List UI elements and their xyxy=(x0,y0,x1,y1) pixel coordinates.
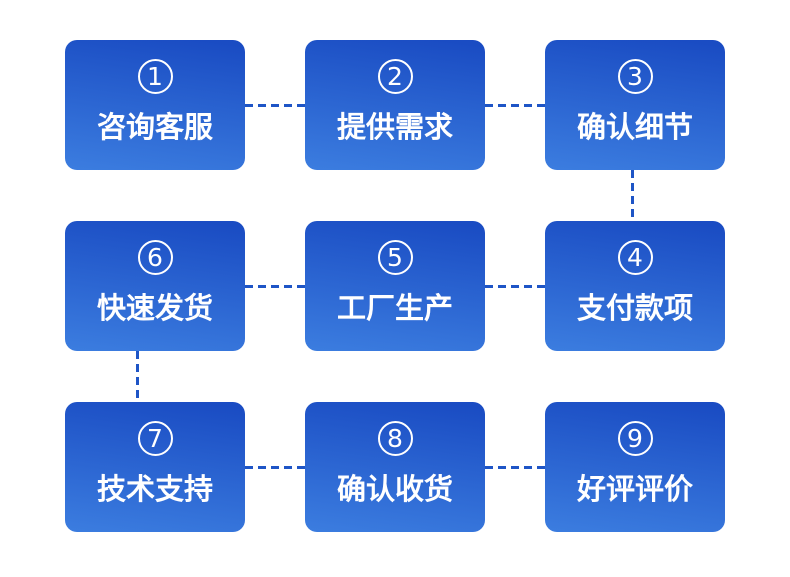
step-number-badge: 1 xyxy=(137,59,173,94)
step-number-badge: 6 xyxy=(137,240,173,275)
step-number: 2 xyxy=(387,62,403,91)
step-number: 6 xyxy=(147,243,163,272)
step-label: 咨询客服 xyxy=(96,110,213,144)
step-box-5: 5 工厂生产 xyxy=(305,221,485,351)
step-number: 7 xyxy=(147,424,163,453)
step-label: 工厂生产 xyxy=(336,291,453,325)
step-number-badge: 9 xyxy=(617,421,653,456)
step-number-badge: 5 xyxy=(377,240,413,275)
step-box-1: 1 咨询客服 xyxy=(65,40,245,170)
step-number-badge: 2 xyxy=(377,59,413,94)
steps-grid: 1 咨询客服 2 提供需求 3 确认细节 6 快速发货 5 工厂生产 4 支付款… xyxy=(65,40,725,532)
connector-step8-step9 xyxy=(485,466,545,469)
step-number: 9 xyxy=(627,424,643,453)
step-label: 支付款项 xyxy=(576,291,693,325)
connector-step5-step6 xyxy=(245,285,305,288)
step-label: 好评评价 xyxy=(576,472,693,506)
step-label: 快速发货 xyxy=(96,291,213,325)
step-number: 1 xyxy=(147,62,163,91)
step-box-2: 2 提供需求 xyxy=(305,40,485,170)
step-number: 8 xyxy=(387,424,403,453)
connector-step4-step5 xyxy=(485,285,545,288)
step-label: 确认细节 xyxy=(576,110,693,144)
step-number-badge: 4 xyxy=(617,240,653,275)
connector-step1-step2 xyxy=(245,104,305,107)
step-number: 3 xyxy=(627,62,643,91)
step-number-badge: 7 xyxy=(137,421,173,456)
step-number-badge: 3 xyxy=(617,59,653,94)
step-label: 确认收货 xyxy=(336,472,453,506)
step-box-8: 8 确认收货 xyxy=(305,402,485,532)
connector-step2-step3 xyxy=(485,104,545,107)
connector-step3-step4 xyxy=(631,170,634,221)
step-number: 5 xyxy=(387,243,403,272)
connector-step7-step8 xyxy=(245,466,305,469)
step-label: 技术支持 xyxy=(96,472,213,506)
step-box-6: 6 快速发货 xyxy=(65,221,245,351)
step-number: 4 xyxy=(627,243,643,272)
step-label: 提供需求 xyxy=(336,110,453,144)
step-box-7: 7 技术支持 xyxy=(65,402,245,532)
connector-step6-step7 xyxy=(136,351,139,402)
step-number-badge: 8 xyxy=(377,421,413,456)
step-box-4: 4 支付款项 xyxy=(545,221,725,351)
step-box-3: 3 确认细节 xyxy=(545,40,725,170)
step-box-9: 9 好评评价 xyxy=(545,402,725,532)
